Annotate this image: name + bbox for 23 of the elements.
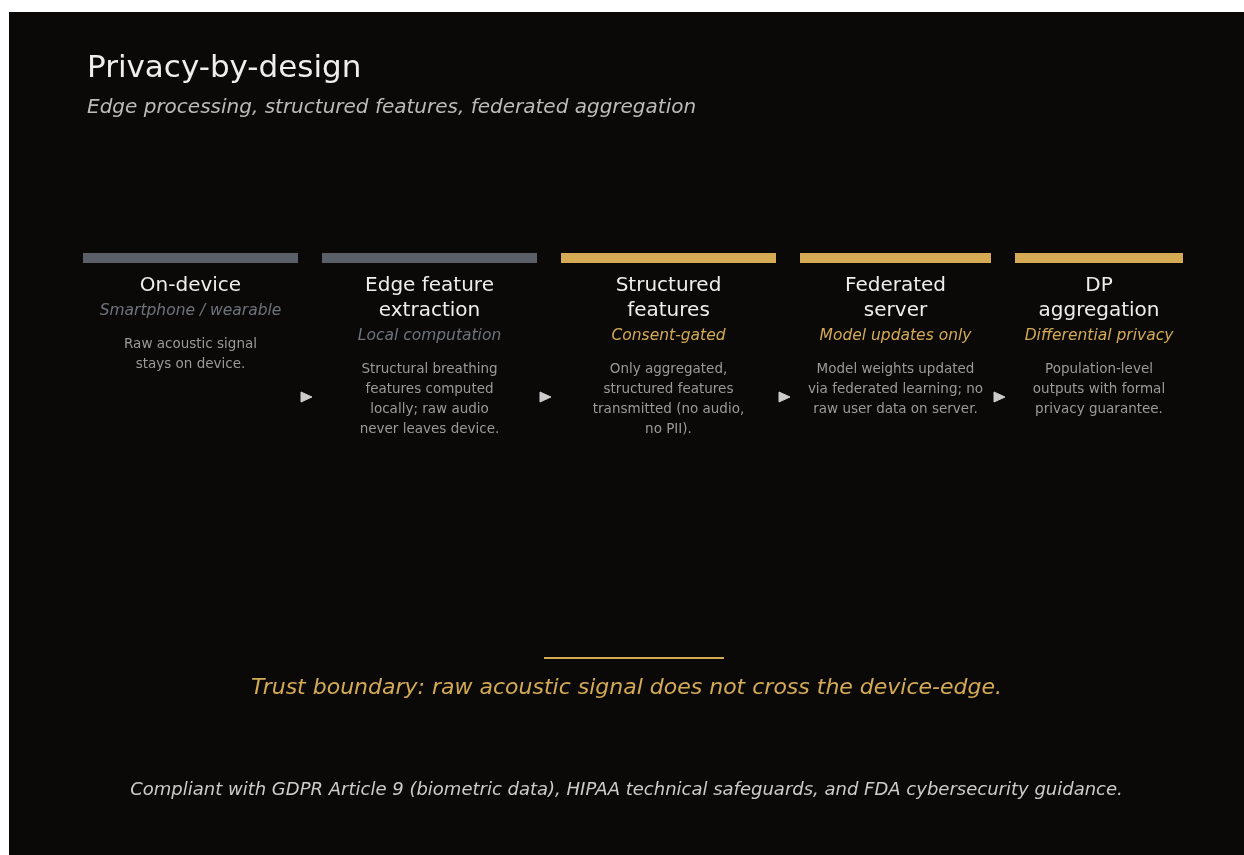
stage-tag: Consent-gated xyxy=(611,326,726,344)
arrow xyxy=(539,391,552,403)
stage-description: Structural breathing features computed locally; raw audio never leaves device. xyxy=(358,359,501,438)
stage-tag: Differential privacy xyxy=(1024,326,1174,344)
stage-heading: Federated server xyxy=(843,272,947,322)
stage-description: Model weights updated via federated learning; no raw user data on server. xyxy=(806,359,985,418)
subtitle: Edge processing, structured features, federated aggregation xyxy=(87,94,697,118)
stage-tag: Smartphone / wearable xyxy=(99,301,282,319)
stage-description: Raw acoustic signal stays on device. xyxy=(123,334,258,373)
arrow xyxy=(993,391,1006,403)
stage-heading: On-device xyxy=(138,272,243,297)
compliance-note: Compliant with GDPR Article 9 (biometric data), HIPAA technical safeguards, and FDA cybersecurity guidance. xyxy=(129,778,1124,799)
arrow xyxy=(778,391,791,403)
stage-description: Population-level outputs with formal privacy guarantee. xyxy=(1031,359,1167,418)
stage-tag: Local computation xyxy=(357,326,502,344)
stage-description: Only aggregated, structured features transmitted (no audio, no PII). xyxy=(591,359,746,438)
stage-heading: Structured features xyxy=(614,272,723,322)
arrow xyxy=(300,391,313,403)
stage-heading: DP aggregation xyxy=(1037,272,1161,322)
stage-tag: Model updates only xyxy=(819,326,972,344)
stage-heading: Edge feature extraction xyxy=(364,272,495,322)
trust-boundary-note: Trust boundary: raw acoustic signal does not cross the device-edge. xyxy=(249,674,1004,699)
title: Privacy-by-design xyxy=(87,48,362,84)
